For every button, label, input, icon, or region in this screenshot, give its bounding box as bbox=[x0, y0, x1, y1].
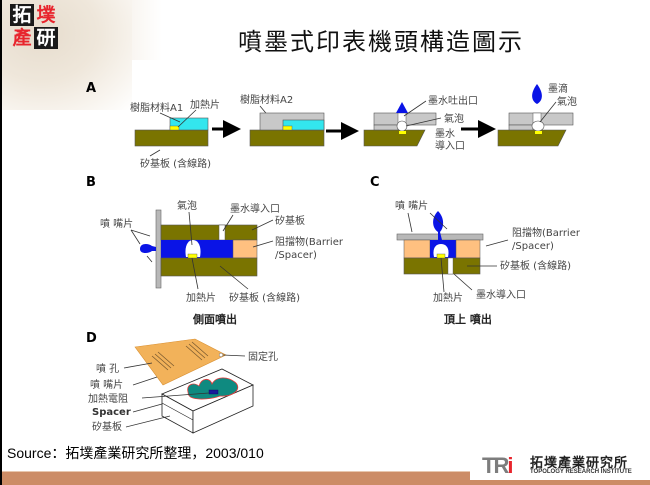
tri-logo-mark: 拓 墣 產 研 bbox=[10, 4, 62, 52]
resin-a1 bbox=[169, 117, 209, 131]
substrate-top bbox=[160, 224, 258, 241]
label-heater-resistor: 加熱電阻 bbox=[88, 392, 128, 405]
label-spacer: Spacer bbox=[92, 407, 131, 418]
label-resin-a2: 樹脂材料A2 bbox=[240, 93, 293, 106]
panel-label: C bbox=[370, 175, 380, 190]
label-ink-inlet-2: 導入口 bbox=[435, 139, 465, 152]
page-title: 噴墨式印表機頭構造圖示 bbox=[238, 28, 524, 56]
label-nozzle-plate: 噴 嘴片 bbox=[100, 217, 133, 230]
barrier-right bbox=[455, 239, 481, 259]
tri-english-name: TOPOLOGY RESEARCH INSTITUTE bbox=[530, 469, 632, 475]
panel-a: A 樹脂材料A1 加熱片 矽基板 (含線路) 樹脂材料A2 bbox=[86, 81, 577, 170]
logo-char: 墣 bbox=[36, 4, 56, 26]
logo-char: 拓 bbox=[10, 4, 34, 26]
heater bbox=[436, 253, 446, 259]
label-heater: 加熱片 bbox=[186, 291, 216, 304]
source-caption: Source：拓墣產業研究所整理，2003/010 bbox=[7, 445, 264, 461]
label-substrate: 矽基板 bbox=[275, 214, 305, 227]
panel-b: B 氣泡 墨水導入口 噴 嘴片 矽基板 阻擋物(Barrier /Spacer)… bbox=[86, 175, 344, 326]
heater-resistor bbox=[208, 389, 219, 395]
left-border bbox=[0, 0, 2, 485]
substrate-bottom bbox=[160, 257, 258, 277]
heater bbox=[187, 253, 198, 259]
label-heater: 加熱片 bbox=[433, 291, 463, 304]
label-barrier: 阻擋物(Barrier bbox=[275, 235, 344, 248]
label-ink-inlet: 墨水 bbox=[435, 128, 455, 140]
ink-drop bbox=[532, 84, 542, 104]
panel-label: D bbox=[86, 331, 97, 346]
ink-droplet bbox=[396, 102, 408, 113]
label-substrate: 矽基板 (含線路) bbox=[140, 157, 211, 170]
label-barrier-2: /Spacer) bbox=[512, 241, 554, 252]
caption-top-eject: 頂上 噴出 bbox=[444, 312, 492, 326]
panel-a-step1: 樹脂材料A1 加熱片 矽基板 (含線路) bbox=[130, 98, 220, 170]
bubble bbox=[185, 240, 201, 257]
tri-footer-logo: TRi 拓墣產業研究所 TOPOLOGY RESEARCH INSTITUTE bbox=[470, 450, 650, 480]
label-droplet: 墨滴 bbox=[548, 82, 568, 95]
label-barrier: 阻擋物(Barrier bbox=[512, 226, 581, 239]
nozzle-plate bbox=[155, 209, 162, 289]
label-bubble-2: 氣泡 bbox=[557, 95, 577, 108]
panel-d: D 噴 孔 固定孔 噴 嘴片 加熱電阻 Spacer 矽基板 bbox=[86, 331, 278, 434]
ink-inlet bbox=[447, 257, 454, 275]
panel-a-step2: 樹脂材料A2 bbox=[240, 93, 325, 147]
tri-letter-i: i bbox=[507, 453, 513, 478]
label-substrate-circuit: 矽基板 (含線路) bbox=[500, 259, 571, 272]
panel-a-step3: 墨水吐出口 氣泡 墨水 導入口 bbox=[363, 94, 478, 152]
tri-letters: TR bbox=[482, 453, 509, 478]
label-nozzle-hole: 噴 孔 bbox=[96, 363, 119, 375]
barrier-left bbox=[403, 239, 431, 259]
caption-side-eject: 側面噴出 bbox=[192, 312, 237, 326]
label-resin-a1: 樹脂材料A1 bbox=[130, 101, 183, 114]
barrier bbox=[232, 239, 258, 259]
fixing-hole bbox=[218, 353, 223, 358]
panel-a-step4: 墨滴 氣泡 bbox=[497, 82, 577, 147]
label-barrier-2: /Spacer) bbox=[275, 250, 317, 261]
ejected-ink bbox=[140, 244, 156, 254]
tri-chinese-name: 拓墣產業研究所 bbox=[530, 456, 629, 471]
heater bbox=[169, 125, 180, 131]
bubble bbox=[433, 244, 449, 257]
label-heater: 加熱片 bbox=[190, 98, 220, 111]
tri-logo-icon: TRi bbox=[482, 453, 514, 479]
ink-inlet bbox=[218, 224, 226, 241]
logo-char: 產 bbox=[12, 27, 32, 49]
panel-label: B bbox=[86, 175, 96, 190]
label-bubble: 氣泡 bbox=[177, 199, 197, 212]
label-substrate: 矽基板 bbox=[92, 420, 122, 433]
bubble bbox=[396, 120, 408, 132]
label-ink-inlet: 墨水導入口 bbox=[230, 202, 280, 215]
label-bubble: 氣泡 bbox=[444, 112, 464, 125]
label-nozzle-plate: 噴 嘴片 bbox=[90, 378, 123, 391]
label-fixing-hole: 固定孔 bbox=[248, 350, 278, 363]
label-substrate-circuit: 矽基板 (含線路) bbox=[229, 291, 300, 304]
label-nozzle-plate: 噴 嘴片 bbox=[395, 199, 428, 212]
label-ink-outlet: 墨水吐出口 bbox=[428, 94, 478, 107]
panel-label: A bbox=[86, 81, 96, 96]
substrate bbox=[134, 129, 209, 147]
logo-char: 研 bbox=[34, 27, 58, 49]
panel-c: C 噴 嘴片 阻擋物(Barrier /Spacer) 矽基板 (含線路) 加熱… bbox=[370, 175, 581, 326]
label-ink-inlet: 墨水導入口 bbox=[476, 288, 526, 301]
